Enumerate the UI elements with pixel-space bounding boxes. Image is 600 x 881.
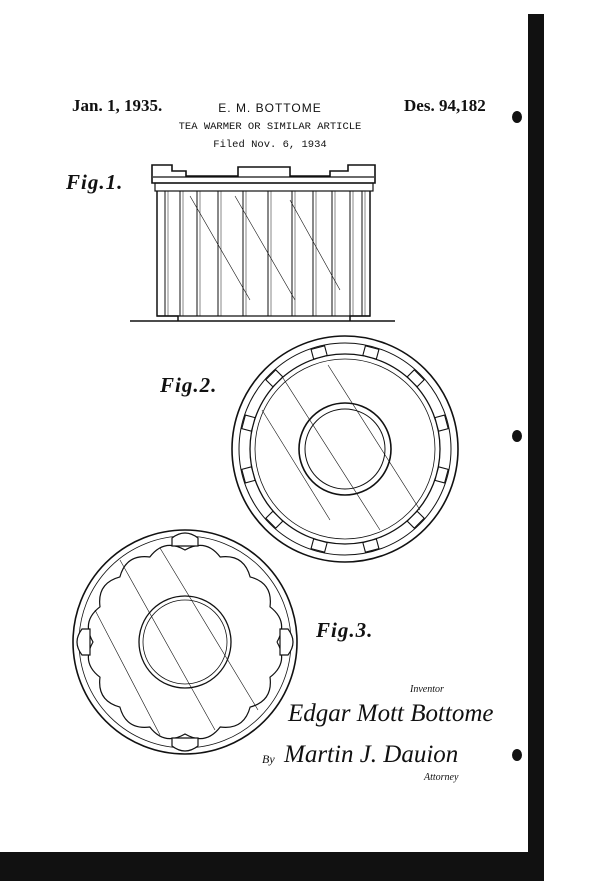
fig2-rim-notch <box>434 466 449 484</box>
fig3-handle-bottom <box>171 737 199 752</box>
scan-edge-right <box>528 14 544 870</box>
fig2-rim-notch <box>241 466 256 484</box>
inventor-name: E. M. BOTTOME <box>218 101 322 115</box>
fig2-rim-notch <box>241 414 256 432</box>
punch-hole-middle <box>512 430 522 442</box>
fig3-scalloped-edge <box>87 544 283 740</box>
fig2-rim-notch <box>362 345 380 360</box>
fig2-rim-notch <box>406 369 425 388</box>
fig3-handle-top <box>171 532 199 547</box>
fig1-label: Fig.1. <box>66 170 124 194</box>
design-number: Des. 94,182 <box>404 96 486 115</box>
patent-date: Jan. 1, 1935. <box>72 96 163 115</box>
fig2-rim-notch <box>310 345 328 360</box>
punch-hole-bottom <box>512 749 522 761</box>
fig2-rim-notch <box>406 510 425 529</box>
attorney-caption: Attorney <box>424 772 459 783</box>
fig2-rim-notch <box>265 510 284 529</box>
inventor-signature: Edgar Mott Bottome <box>288 700 494 727</box>
attorney-signature: Martin J. Dauion <box>284 741 459 768</box>
fig2-rim-notch <box>265 369 284 388</box>
fig2-label: Fig.2. <box>160 373 218 397</box>
fig2-rim-notch <box>362 538 380 553</box>
fig3-label: Fig.3. <box>316 618 374 642</box>
patent-title: TEA WARMER OR SIMILAR ARTICLE <box>178 121 362 133</box>
fig2-rim-notch <box>310 538 328 553</box>
inventor-caption: Inventor <box>410 684 444 695</box>
fig3-handle-right <box>279 628 294 656</box>
filed-date: Filed Nov. 6, 1934 <box>213 139 327 151</box>
fig3-handle-left <box>76 628 91 656</box>
fig2-rim-notch <box>434 414 449 432</box>
by-label: By <box>262 752 275 766</box>
scan-edge-bottom <box>0 852 544 881</box>
punch-hole-top <box>512 111 522 123</box>
